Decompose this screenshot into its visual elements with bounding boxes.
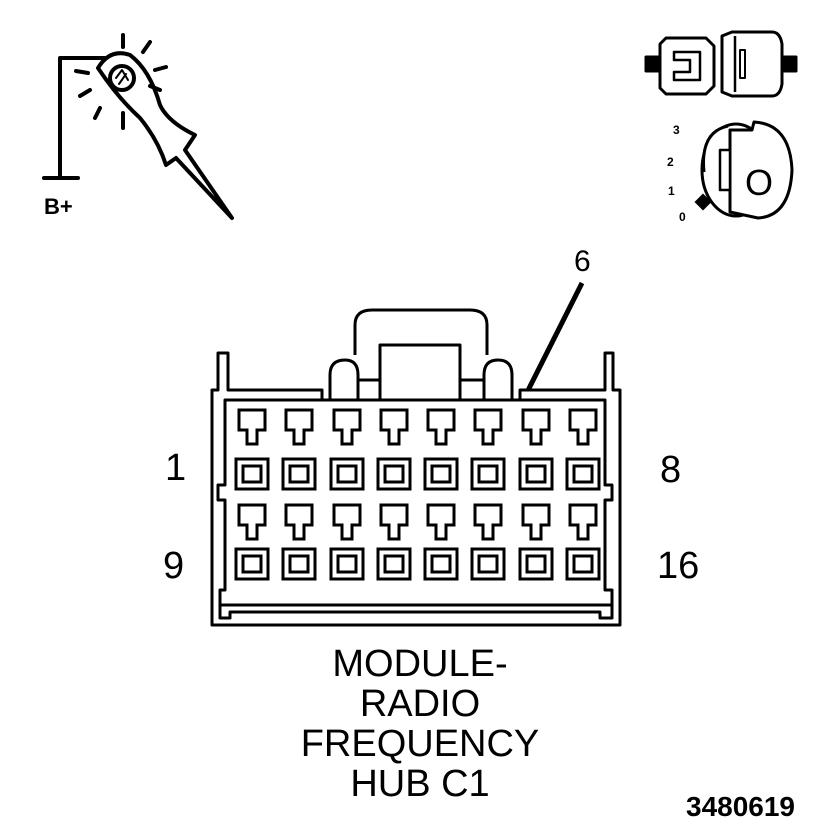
title-line-2: RADIO [360,683,480,725]
pin-label-first-bottom: 9 [163,545,184,587]
pin-cavity-4 [376,408,412,491]
pin-cavity-14 [470,503,506,581]
pin-cavity-2 [281,408,317,491]
disconnected-connector-icon [644,30,798,98]
title-line-3: FREQUENCY [301,723,540,765]
pin-cavity-6 [470,408,506,491]
pin-label-first-top: 1 [165,447,186,489]
pin-pointer-label: 6 [574,245,591,278]
test-light-icon [42,33,234,220]
pin-label-last-top: 8 [660,449,681,491]
title-line-1: MODULE- [332,643,507,685]
supply-label: B+ [44,194,73,219]
pin-cavity-7 [518,408,554,491]
ignition-key-icon: 3 2 1 0 O [667,120,794,224]
ignition-position-0: 0 [679,210,686,224]
ignition-position-3: 3 [673,123,680,137]
pin-cavity-12 [376,503,412,581]
ignition-position-1: 1 [668,184,675,198]
title-line-4: HUB C1 [350,763,489,805]
pin-cavity-5 [423,408,459,491]
ignition-position-2: 2 [667,155,674,169]
pin-grid [234,408,601,581]
pin-cavity-3 [329,408,365,491]
pin-cavity-13 [423,503,459,581]
pin-cavity-1 [234,408,270,491]
pin-cavity-10 [281,503,317,581]
pin-label-last-bottom: 16 [657,545,699,587]
pin-cavity-15 [518,503,554,581]
pin-cavity-8 [565,408,601,491]
figure-id: 3480619 [686,791,795,822]
pin-cavity-9 [234,503,270,581]
key-letter: O [745,162,773,203]
pin-cavity-16 [565,503,601,581]
connector-title: MODULE- RADIO FREQUENCY HUB C1 [301,643,540,805]
connector-body [210,308,622,627]
pin-cavity-11 [329,503,365,581]
